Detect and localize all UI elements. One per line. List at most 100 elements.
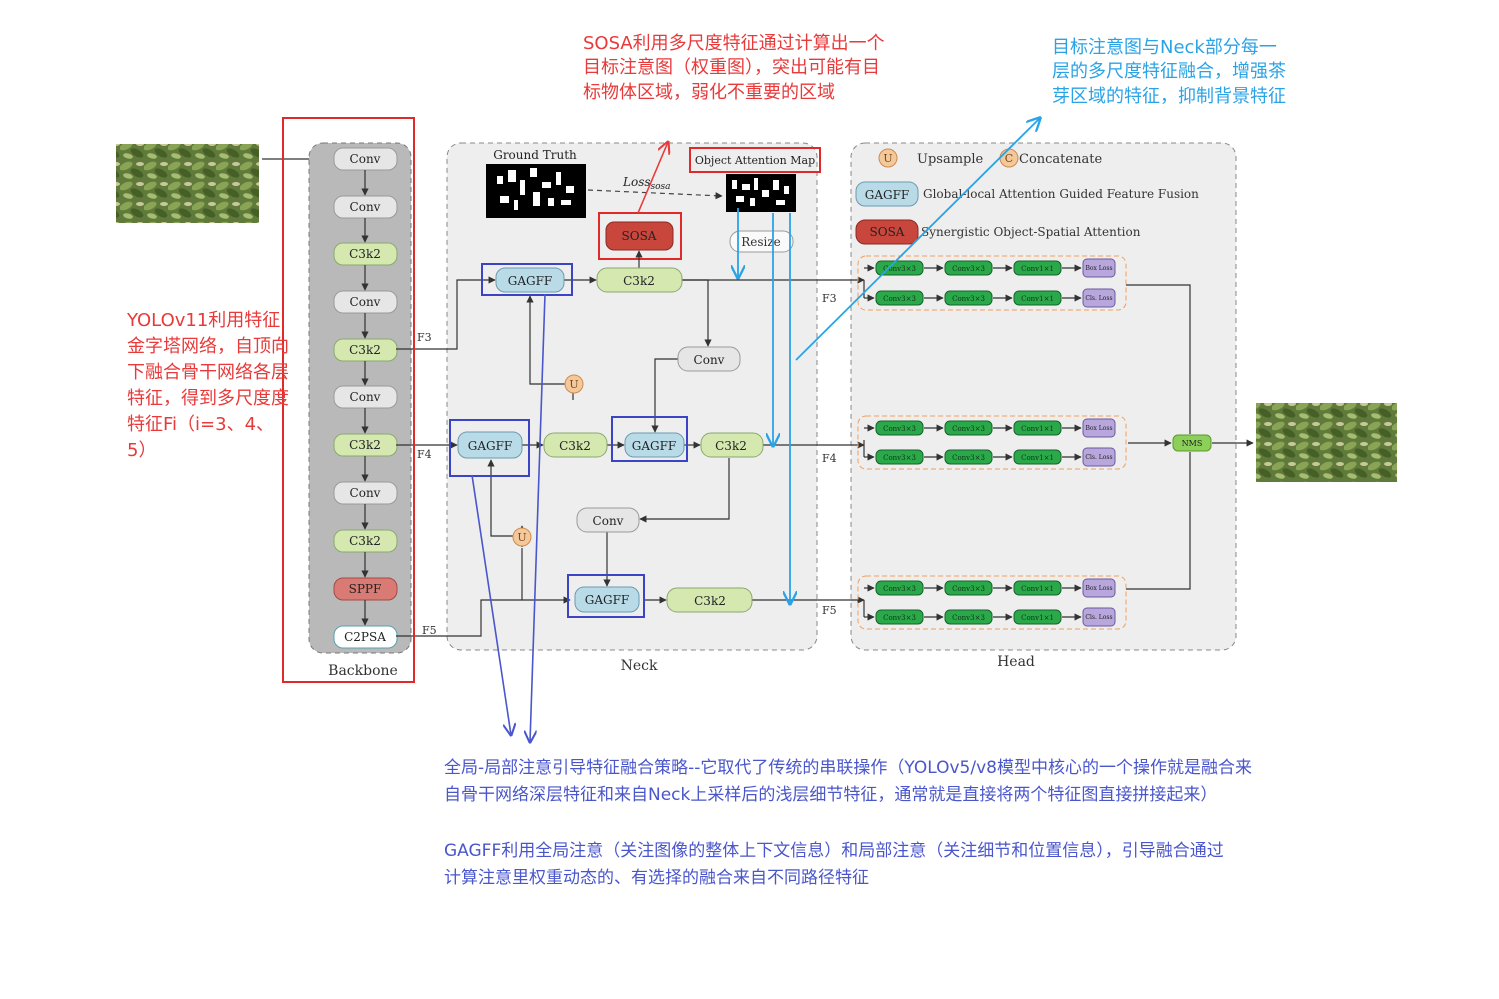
svg-text:Conv1×1: Conv1×1 <box>1021 425 1054 433</box>
resize-label: Resize <box>741 235 781 249</box>
sosa-block <box>605 221 674 251</box>
sosa-annotation: SOSA利用多尺度特征通过计算出一个目标注意图（权重图），突出可能有目标物体区域… <box>583 33 885 103</box>
svg-text:Conv: Conv <box>350 486 381 500</box>
neck-gagff-bottom: GAGFF <box>567 574 645 618</box>
svg-text:Conv3×3: Conv3×3 <box>883 425 916 433</box>
svg-text:Conv3×3: Conv3×3 <box>883 585 916 593</box>
neck-conv-low: Conv <box>576 507 640 533</box>
output-image <box>1256 403 1397 482</box>
backbone-block-2: Conv <box>333 195 398 219</box>
svg-text:Cls. Loss: Cls. Loss <box>1085 454 1112 461</box>
backbone-highlight <box>282 117 415 683</box>
svg-text:C3k2: C3k2 <box>349 438 381 452</box>
yolo-annotation: YOLOv11利用特征金字塔网络，自顶向下融合骨干网络各层特征，得到多尺度度特征… <box>127 310 289 462</box>
svg-text:Conv: Conv <box>350 152 381 166</box>
svg-text:C3k2: C3k2 <box>349 534 381 548</box>
svg-text:Global-local Attention Guided: Global-local Attention Guided Feature Fu… <box>923 187 1199 201</box>
svg-text:Box Loss: Box Loss <box>1085 425 1112 432</box>
svg-text:C2PSA: C2PSA <box>344 630 386 644</box>
svg-text:Conv3×3: Conv3×3 <box>952 585 985 593</box>
svg-text:Conv: Conv <box>350 390 381 404</box>
neck-gagff-mid: GAGFF <box>611 416 688 462</box>
svg-text:Conv1×1: Conv1×1 <box>1021 614 1054 622</box>
neck-label: Neck <box>621 658 658 674</box>
svg-text:GAGFF: GAGFF <box>508 274 553 288</box>
neck-c3k2-mid-left: C3k2 <box>543 432 608 458</box>
svg-text:Conv1×1: Conv1×1 <box>1021 454 1054 462</box>
svg-text:SOSA: SOSA <box>870 225 905 239</box>
svg-text:C3k2: C3k2 <box>559 439 591 453</box>
svg-text:Conv: Conv <box>694 353 725 367</box>
object-attention-map-label: Object Attention Map <box>695 154 815 167</box>
f4-label: F4 <box>417 448 432 461</box>
ground-truth-label: Ground Truth <box>493 148 577 162</box>
head-row: Conv3×3 Conv3×3 Conv1×1 Cls. Loss <box>864 288 1116 308</box>
backbone-block-7: C3k2 <box>333 433 398 457</box>
backbone-block-8: Conv <box>333 481 398 505</box>
neck-upsample-top: U <box>564 374 584 394</box>
svg-text:Cls. Loss: Cls. Loss <box>1085 614 1112 621</box>
backbone-label: Backbone <box>328 663 398 679</box>
svg-text:GAGFF: GAGFF <box>865 188 910 202</box>
svg-text:C3k2: C3k2 <box>694 594 726 608</box>
neck-panel <box>446 142 818 651</box>
f3-label: F3 <box>417 331 432 344</box>
gagff-annotation-2: GAGFF利用全局注意（关注图像的整体上下文信息）和局部注意（关注细节和位置信息… <box>444 841 1224 889</box>
object-attention-map-box <box>689 147 821 173</box>
svg-text:GAGFF: GAGFF <box>585 593 630 607</box>
backbone-block-9: C3k2 <box>333 529 398 553</box>
f5-label: F5 <box>422 624 437 637</box>
neck-upsample-low: U <box>512 527 532 547</box>
neck-c3k2-top: C3k2 <box>596 267 683 293</box>
backbone-block-5: C3k2 <box>333 338 398 362</box>
head-group-1 <box>857 255 1127 311</box>
svg-text:C3k2: C3k2 <box>349 247 381 261</box>
neck-gagff-left: GAGFF <box>449 419 530 477</box>
neck-gagff-top: GAGFF <box>481 263 573 296</box>
nms-label: NMS <box>1182 439 1203 448</box>
svg-text:C: C <box>1005 152 1013 165</box>
neck-c3k2-bottom: C3k2 <box>666 587 753 613</box>
f5-head-label: F5 <box>822 604 837 617</box>
svg-text:Synergistic Object-Spatial Att: Synergistic Object-Spatial Attention <box>921 225 1141 239</box>
svg-text:SPPF: SPPF <box>349 582 382 596</box>
attention-annotation: 目标注意图与Neck部分每一层的多尺度特征融合，增强茶芽区域的特征，抑制背景特征 <box>1052 37 1286 107</box>
svg-text:C3k2: C3k2 <box>349 343 381 357</box>
svg-text:Conv3×3: Conv3×3 <box>883 295 916 303</box>
sosa-annotation-arrow <box>637 142 668 214</box>
svg-text:C3k2: C3k2 <box>715 439 747 453</box>
svg-text:GAGFF: GAGFF <box>632 439 677 453</box>
head-group-3 <box>857 575 1127 630</box>
svg-text:Conv1×1: Conv1×1 <box>1021 295 1054 303</box>
resize-block <box>729 230 794 253</box>
svg-text:Cls. Loss: Cls. Loss <box>1085 295 1112 302</box>
sosa-label: SOSA <box>622 229 657 243</box>
svg-text:Conv1×1: Conv1×1 <box>1021 585 1054 593</box>
svg-text:Conv3×3: Conv3×3 <box>952 295 985 303</box>
svg-text:Conv3×3: Conv3×3 <box>952 614 985 622</box>
head-row: Conv3×3 Conv3×3 Conv1×1 Cls. Loss <box>864 607 1116 627</box>
svg-text:U: U <box>883 152 892 165</box>
head-row: Conv3×3 Conv3×3 Conv1×1 Box Loss <box>864 418 1116 438</box>
svg-text:Conv3×3: Conv3×3 <box>883 614 916 622</box>
svg-text:Conv: Conv <box>350 200 381 214</box>
input-image <box>116 144 259 223</box>
sosa-highlight <box>598 212 682 260</box>
svg-text:U: U <box>517 531 526 544</box>
legend: U Upsample C Concatenate GAGFF Global-lo… <box>855 148 1199 245</box>
backbone-block-10: SPPF <box>333 577 398 601</box>
f4-head-label: F4 <box>822 452 837 465</box>
svg-text:Conv3×3: Conv3×3 <box>952 425 985 433</box>
svg-text:Conv: Conv <box>350 295 381 309</box>
svg-text:Box Loss: Box Loss <box>1085 265 1112 272</box>
head-label: Head <box>997 654 1035 670</box>
gagff-annotation-1: 全局-局部注意引导特征融合策略--它取代了传统的串联操作（YOLOv5/v8模型… <box>444 758 1252 806</box>
loss-label: Losssosa <box>622 175 671 192</box>
svg-text:C3k2: C3k2 <box>623 274 655 288</box>
neck-c3k2-mid-right: C3k2 <box>700 432 764 458</box>
backbone-block-11: C2PSA <box>333 625 398 649</box>
